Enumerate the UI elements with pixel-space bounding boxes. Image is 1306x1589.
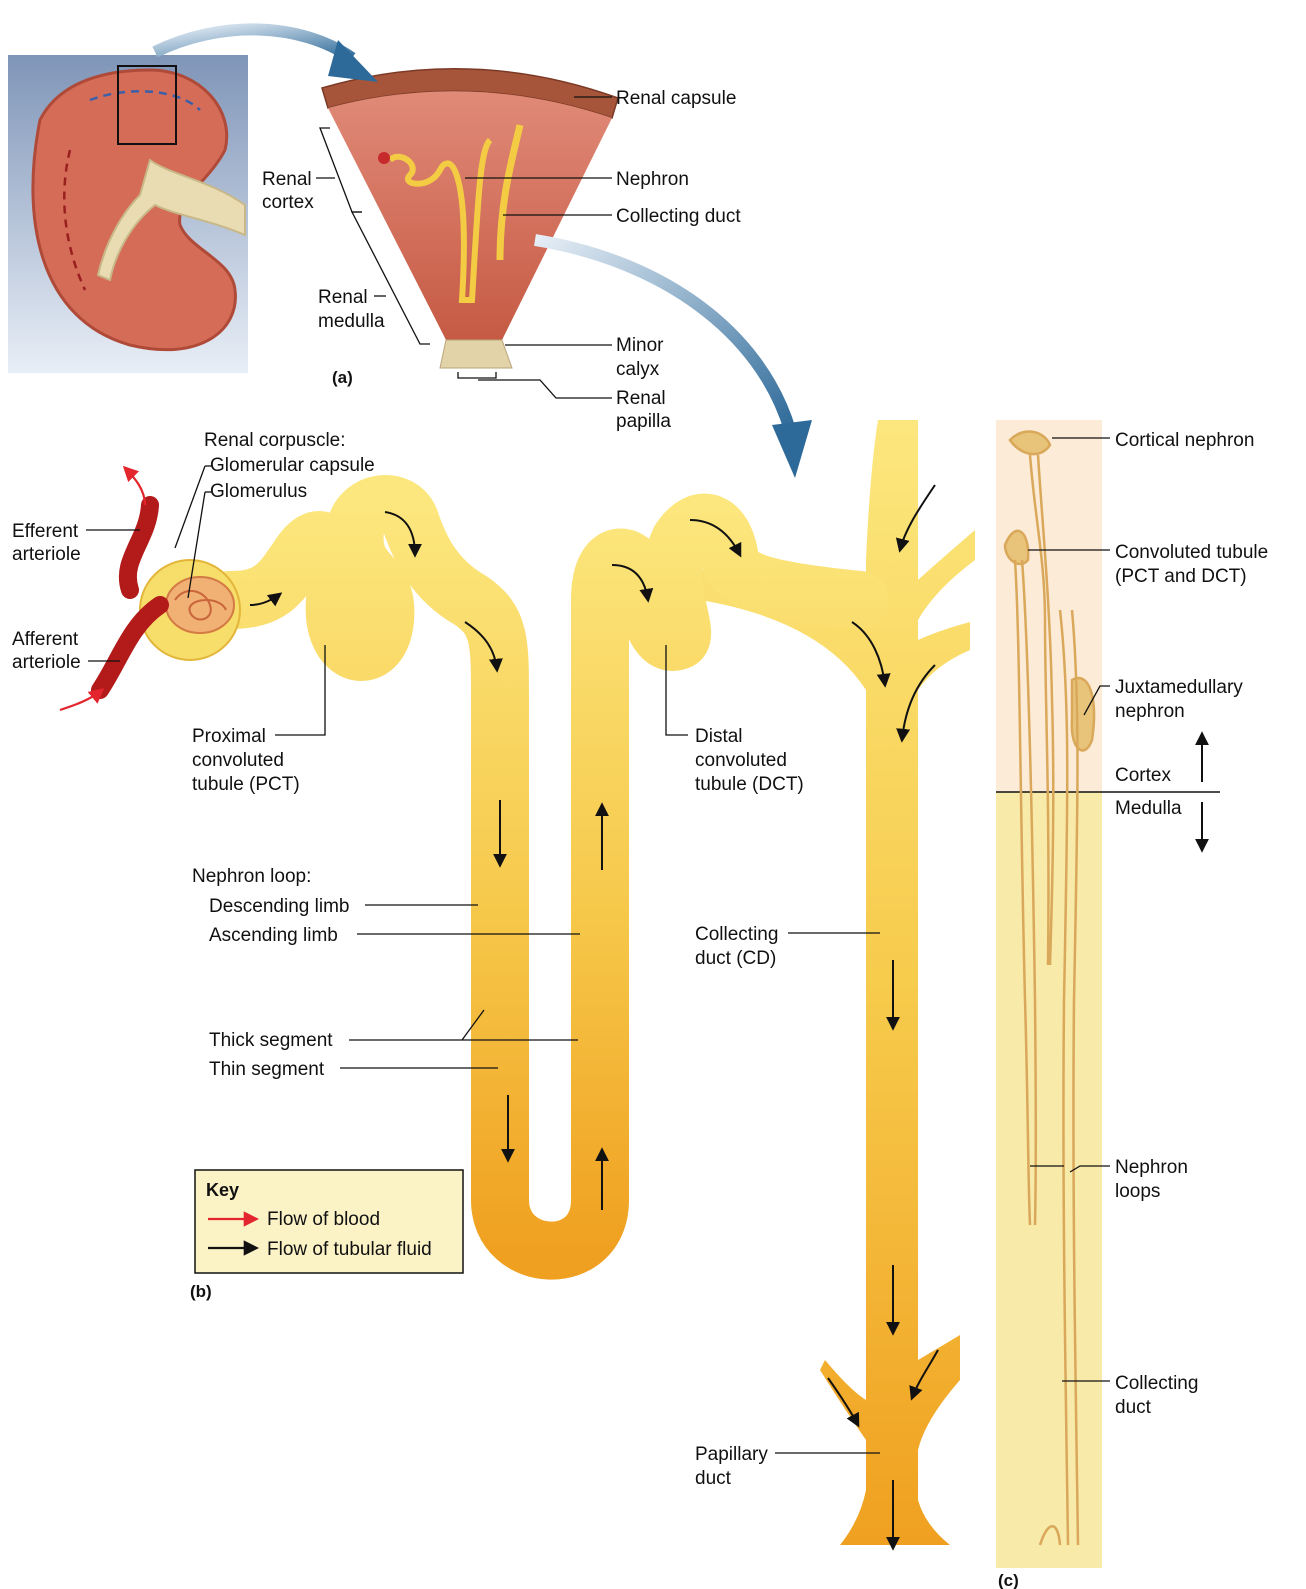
label-renal-cortex-1: Renal <box>262 169 312 190</box>
panel-label-a: (a) <box>332 368 353 387</box>
label-cd-2: duct (CD) <box>695 948 776 969</box>
zoom-arrow-1 <box>155 29 352 58</box>
label-ascending-limb: Ascending limb <box>209 925 338 946</box>
label-thick-segment: Thick segment <box>209 1030 333 1051</box>
label-renal-capsule: Renal capsule <box>616 88 736 109</box>
label-nephron-loop: Nephron loop: <box>192 866 311 887</box>
label-pct-1: Proximal <box>192 726 266 747</box>
corpuscle-capsule-leader <box>175 466 205 548</box>
label-renal-papilla-1: Renal <box>616 388 666 409</box>
label-dct-2: convoluted <box>695 750 787 771</box>
papilla-leader <box>478 380 612 398</box>
label-renal-medulla-2: medulla <box>318 311 385 332</box>
label-papillary-2: duct <box>695 1468 732 1489</box>
label-minor-calyx-2: calyx <box>616 359 660 380</box>
label-cortex: Cortex <box>1115 765 1171 786</box>
pct-leader <box>275 645 325 735</box>
label-collecting-duct-a: Collecting duct <box>616 206 741 227</box>
label-dct-3: tubule (DCT) <box>695 774 804 795</box>
label-nephron-loops-2: loops <box>1115 1181 1160 1202</box>
papilla-bracket <box>458 372 496 378</box>
label-convoluted-2: (PCT and DCT) <box>1115 566 1247 587</box>
label-medulla: Medulla <box>1115 798 1182 819</box>
label-efferent-1: Efferent <box>12 521 79 542</box>
label-renal-papilla-2: papilla <box>616 411 671 432</box>
key-fluid-label: Flow of tubular fluid <box>267 1239 432 1260</box>
panel-label-c: (c) <box>998 1571 1019 1589</box>
label-nephron-a: Nephron <box>616 169 689 190</box>
label-convoluted-1: Convoluted tubule <box>1115 542 1268 563</box>
kidney-section-image <box>8 55 248 373</box>
thick-leader <box>349 1010 578 1040</box>
label-nephron-loops-1: Nephron <box>1115 1157 1188 1178</box>
key-title: Key <box>206 1180 239 1200</box>
blood-flow-out-arrow <box>125 468 145 505</box>
label-glomerular-capsule: Glomerular capsule <box>210 455 375 476</box>
label-dct-1: Distal <box>695 726 743 747</box>
panel-label-b: (b) <box>190 1282 212 1301</box>
panel-c-bands <box>996 420 1220 1568</box>
label-minor-calyx-1: Minor <box>616 335 664 356</box>
label-thin-segment: Thin segment <box>209 1059 325 1080</box>
label-afferent-1: Afferent <box>12 629 79 650</box>
label-efferent-2: arteriole <box>12 544 81 565</box>
label-cd-c-1: Collecting <box>1115 1373 1198 1394</box>
key-blood-label: Flow of blood <box>267 1209 380 1230</box>
label-juxta-2: nephron <box>1115 701 1185 722</box>
label-pct-2: convoluted <box>192 750 284 771</box>
label-cd-1: Collecting <box>695 924 778 945</box>
label-renal-corpuscle: Renal corpuscle: <box>204 430 346 451</box>
label-juxta-1: Juxtamedullary <box>1115 677 1243 698</box>
key-box: Key Flow of blood Flow of tubular fluid <box>195 1170 463 1273</box>
label-cortical-nephron: Cortical nephron <box>1115 430 1254 451</box>
label-renal-medulla-1: Renal <box>318 287 368 308</box>
label-descending-limb: Descending limb <box>209 896 349 917</box>
label-cd-c-2: duct <box>1115 1397 1152 1418</box>
label-glomerulus: Glomerulus <box>210 481 307 502</box>
label-afferent-2: arteriole <box>12 652 81 673</box>
zoom-arrow-2-head <box>772 420 812 478</box>
label-pct-3: tubule (PCT) <box>192 774 300 795</box>
label-renal-cortex-2: cortex <box>262 192 314 213</box>
label-papillary-1: Papillary <box>695 1444 768 1465</box>
